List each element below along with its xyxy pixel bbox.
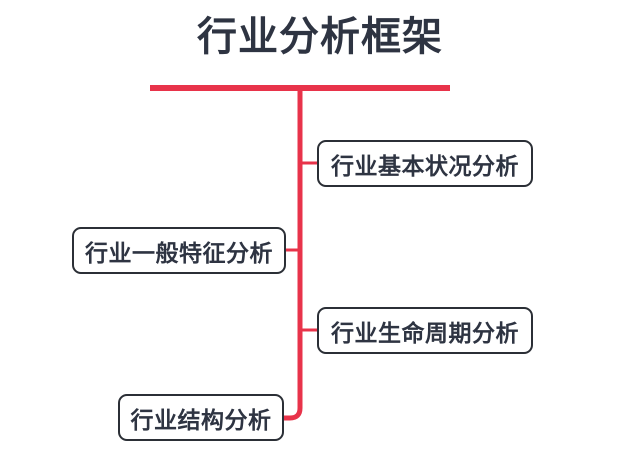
node-life-cycle[interactable]: 行业生命周期分析 [317, 307, 533, 354]
node-label: 行业结构分析 [130, 406, 272, 433]
vertical-trunk [284, 91, 303, 421]
page-title: 行业分析框架 [197, 15, 443, 59]
node-general-characteristics[interactable]: 行业一般特征分析 [72, 227, 286, 274]
node-label: 行业生命周期分析 [331, 319, 519, 346]
node-label: 行业基本状况分析 [331, 152, 519, 179]
node-industry-structure[interactable]: 行业结构分析 [118, 394, 284, 441]
node-label: 行业一般特征分析 [85, 239, 273, 266]
node-basic-situation[interactable]: 行业基本状况分析 [317, 140, 533, 187]
